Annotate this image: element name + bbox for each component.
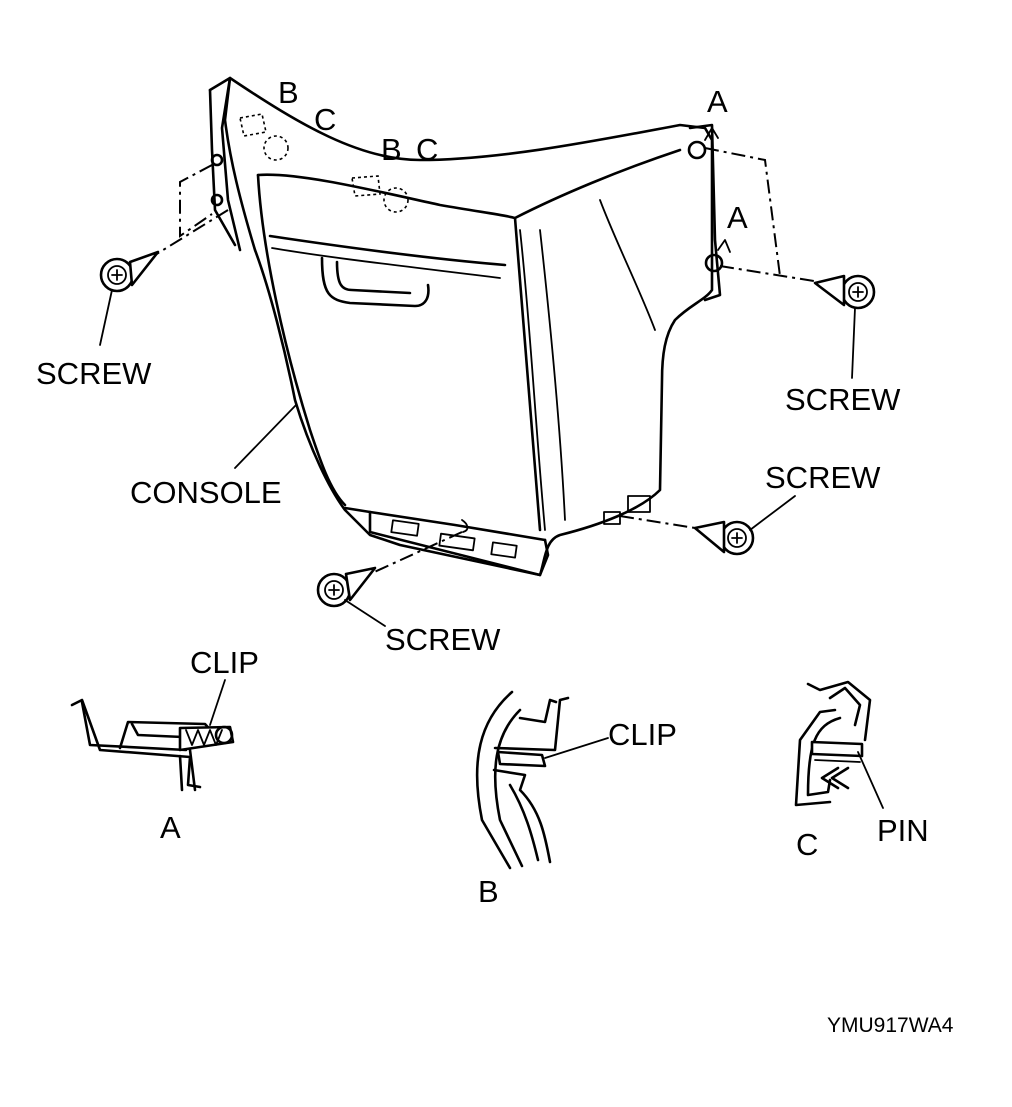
c-label-top-1: C [314,102,336,137]
pin-label: PIN [877,813,929,848]
detail-c-label: C [796,827,818,862]
screw-left [99,250,160,293]
screw-label-right-top: SCREW [785,382,901,417]
screw-right-top [813,274,876,310]
screw-right-bottom [693,520,755,556]
screw-label-right-bottom: SCREW [765,460,881,495]
screw-bottom [316,566,377,608]
c-label-top-2: C [416,132,438,167]
alignment-lines [154,147,821,575]
screw-label-bottom: SCREW [385,622,501,657]
detail-a [70,679,235,792]
labels: SCREW SCREW SCREW SCREW CONSOLE A A B C … [36,75,954,1037]
console-label: CONSOLE [130,475,282,510]
detail-b-label: B [478,874,499,909]
b-label-top-1: B [278,75,299,110]
a-label-top-2: A [727,200,748,235]
clip-label-b: CLIP [608,717,677,752]
console-panel [208,76,731,577]
detail-c [794,680,884,809]
b-label-top-2: B [381,132,402,167]
detail-b [475,690,609,870]
figure-code: YMU917WA4 [827,1014,954,1037]
screw-label-left: SCREW [36,356,152,391]
a-label-top-1: A [707,84,728,119]
detail-a-label: A [160,810,181,845]
clip-label-a: CLIP [190,645,259,680]
leader-lines [99,289,856,627]
